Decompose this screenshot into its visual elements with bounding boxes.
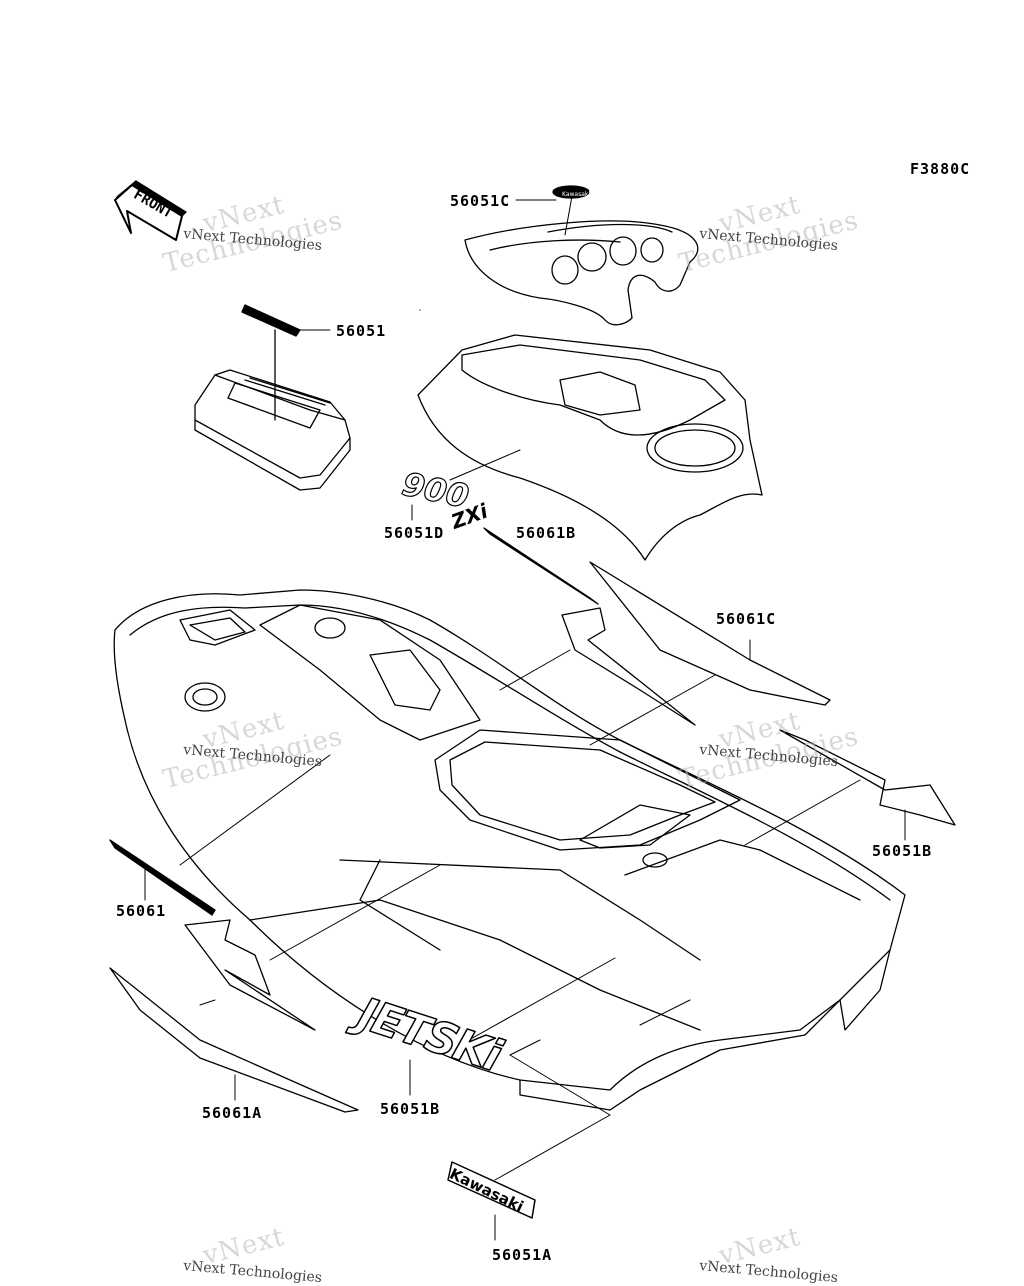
stripe-decal-56051B-right [779,729,956,826]
svg-text:Kawasaki: Kawasaki [562,191,590,198]
air-box-part [194,304,351,491]
figure-code: F3880C [910,160,971,178]
callout-56051D: 56051D [384,524,445,542]
callout-56051B-right: 56051B [872,842,933,860]
callout-56061A: 56061A [202,1104,263,1122]
leader-lines [144,195,906,1241]
stripe-decal-56061 [109,839,316,1031]
kawasaki-decal: Kawasaki [447,1161,536,1219]
handlebar-cover-part: Kawasaki [464,185,699,326]
callout-56051A: 56051A [492,1246,553,1264]
front-arrow-icon: FRONT [114,180,187,241]
stripe-decal-56061A [109,967,359,1113]
decal-jetski-text: JETSKi [344,986,508,1083]
stripe-decal-56061C [589,561,831,706]
callout-56051B-center: 56051B [380,1100,441,1118]
hull-part [113,589,906,1111]
jetski-decal: JETSKi [343,985,509,1083]
callout-56051: 56051 [336,322,387,340]
callout-56051C: 56051C [450,192,511,210]
callout-56061: 56061 [116,902,167,920]
callout-56061B: 56061B [516,524,577,542]
callout-56061C: 56061C [716,610,777,628]
stripe-decal-56061B [483,527,696,726]
hood-part [417,309,763,561]
